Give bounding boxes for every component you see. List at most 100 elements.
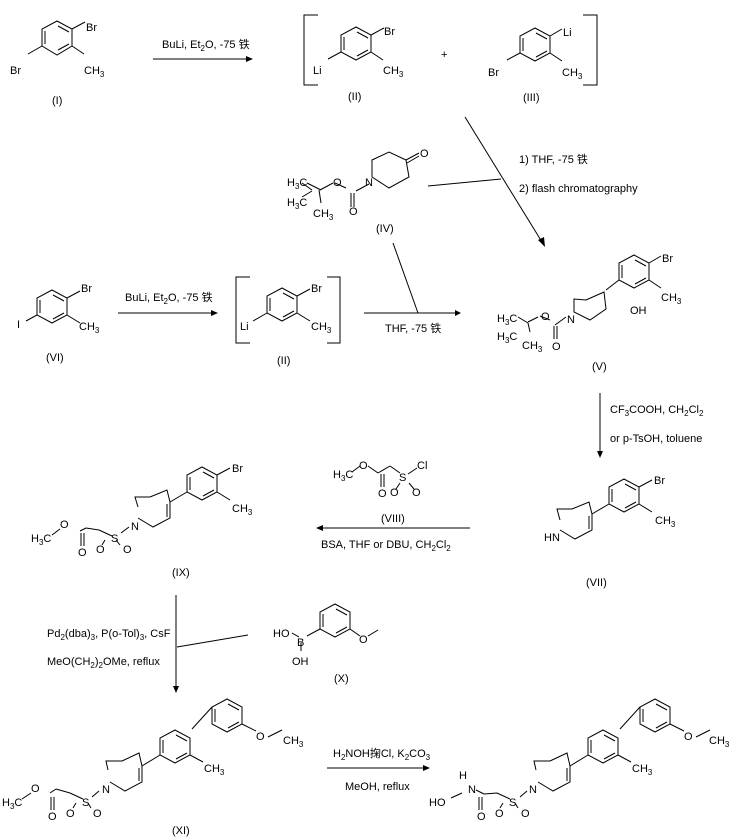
atom-ch3: CH3 <box>204 763 225 777</box>
reaction-arrow-4: THF, -75 铁 <box>364 242 461 335</box>
atom-b: B <box>297 637 304 649</box>
compound-label: (II) <box>348 91 361 103</box>
atom-br: Br <box>86 22 97 34</box>
condition-text: BuLi, Et2O, -75 铁 <box>162 38 250 53</box>
condition-text: MeOH, reflux <box>345 781 410 793</box>
compound-label: (II) <box>277 355 290 367</box>
compound-II: Br Li CH3 (II) <box>313 26 404 103</box>
compound-label: (IV) <box>376 223 394 235</box>
atom-ch3: CH3 <box>232 503 253 517</box>
atom-o: O <box>359 460 368 472</box>
atom-s: S <box>111 533 118 545</box>
condition-text: CF3COOH, CH2Cl2 <box>610 404 704 418</box>
atom-ch3: CH3 <box>79 321 100 335</box>
atom-ho: HO <box>429 797 446 809</box>
atom-ch3: CH3 <box>283 735 304 749</box>
atom-ch3: CH3 <box>709 735 730 749</box>
atom-s: S <box>399 472 406 484</box>
reaction-arrow-6: BSA, THF or DBU, CH2Cl2 <box>316 525 470 553</box>
atom-h3c: H3C <box>333 469 353 483</box>
atom-n: N <box>468 784 476 796</box>
compound-label: (X) <box>334 673 349 685</box>
compound-VIII: H3C O O S Cl O O (VIII) <box>333 460 427 525</box>
compound-label: (VI) <box>46 352 64 364</box>
atom-o: O <box>96 544 105 556</box>
reaction-arrow-1: BuLi, Et2O, -75 铁 <box>153 38 253 62</box>
compound-label: (IX) <box>172 567 190 579</box>
atom-oh: OH <box>630 305 647 317</box>
atom-br: Br <box>81 283 92 295</box>
compound-VII: Br CH3 HN (VII) <box>544 475 676 589</box>
condition-text: 2) flash chromatography <box>519 183 638 195</box>
atom-li: Li <box>240 321 249 333</box>
atom-h3c: H3C <box>2 797 22 811</box>
atom-cl: Cl <box>417 460 427 472</box>
atom-o: O <box>378 488 387 500</box>
atom-h3c: H3C <box>31 533 51 547</box>
atom-o: O <box>256 731 265 743</box>
atom-n: N <box>365 177 373 189</box>
compound-IV: O N O O H3C H3C CH3 (IV) <box>287 148 429 235</box>
atom-hn: HN <box>544 532 560 544</box>
compound-label: (VIII) <box>381 513 405 525</box>
atom-br: Br <box>10 65 21 77</box>
atom-o: O <box>552 341 561 353</box>
atom-li: Li <box>313 65 322 77</box>
compound-VI: Br I CH3 (VI) <box>17 283 100 364</box>
atom-br: Br <box>311 283 322 295</box>
condition-text: BuLi, Et2O, -75 铁 <box>125 291 213 306</box>
atom-oh: OH <box>292 656 309 668</box>
atom-o: O <box>412 487 421 499</box>
atom-n: N <box>102 784 110 796</box>
compound-XI: O CH3 CH3 N S O O O O H3C (XI) <box>2 698 304 837</box>
condition-text: Pd2(dba)3, P(o-Tol)3, CsF <box>47 628 171 642</box>
atom-o: O <box>521 808 530 820</box>
compound-II-second: Br Li CH3 (II) <box>235 276 341 367</box>
compound-label: (V) <box>592 361 607 373</box>
compound-III: Li Br CH3 (III) <box>488 27 583 104</box>
atom-ch3: CH3 <box>311 321 332 335</box>
atom-ch3: CH3 <box>522 340 543 354</box>
atom-o: O <box>66 808 75 820</box>
compound-label: (III) <box>523 92 540 104</box>
atom-o: O <box>390 487 399 499</box>
reaction-arrow-2: 1) THF, -75 铁 2) flash chromatography <box>427 116 638 247</box>
atom-o: O <box>495 808 504 820</box>
atom-s: S <box>82 797 89 809</box>
atom-s: S <box>509 797 516 809</box>
compound-label: (XI) <box>172 825 190 837</box>
atom-ch3: CH3 <box>562 67 583 81</box>
atom-ch3: CH3 <box>383 65 404 79</box>
intermediate-bracket <box>303 14 598 86</box>
compound-V: Br CH3 OH N O O H3C H3C CH3 (V) <box>497 253 682 373</box>
atom-o: O <box>684 731 693 743</box>
atom-o: O <box>333 177 342 189</box>
atom-ch3: CH3 <box>84 65 105 79</box>
atom-o: O <box>78 547 87 559</box>
condition-text: 1) THF, -75 铁 <box>519 153 588 166</box>
reaction-arrow-5: CF3COOH, CH2Cl2 or p-TsOH, toluene <box>597 393 704 458</box>
atom-br: Br <box>654 475 665 487</box>
compound-label: (I) <box>52 95 62 107</box>
atom-o: O <box>541 311 550 323</box>
atom-o: O <box>48 811 57 823</box>
atom-h3c: H3C <box>497 331 517 345</box>
condition-text: MeO(CH2)2OMe, reflux <box>47 656 160 670</box>
final-product: O CH3 CH3 N S N H HO O O O <box>429 698 730 823</box>
condition-text: or p-TsOH, toluene <box>610 433 702 445</box>
atom-i: I <box>17 319 20 331</box>
atom-ho: HO <box>273 628 290 640</box>
atom-o: O <box>123 544 132 556</box>
condition-text: BSA, THF or DBU, CH2Cl2 <box>321 539 451 553</box>
compound-I: Br Br CH3 (I) <box>10 20 105 107</box>
atom-n: N <box>529 784 537 796</box>
atom-o: O <box>359 634 368 646</box>
compound-IX: Br CH3 N S O O O O H3C (IX) <box>31 463 253 579</box>
atom-h3c: H3C <box>287 197 307 211</box>
reaction-arrow-3: BuLi, Et2O, -75 铁 <box>118 291 218 316</box>
atom-br: Br <box>384 26 395 38</box>
atom-o: O <box>420 148 429 160</box>
atom-br: Br <box>232 463 243 475</box>
condition-text: H2NOH掬Cl, K2CO3 <box>333 746 431 762</box>
